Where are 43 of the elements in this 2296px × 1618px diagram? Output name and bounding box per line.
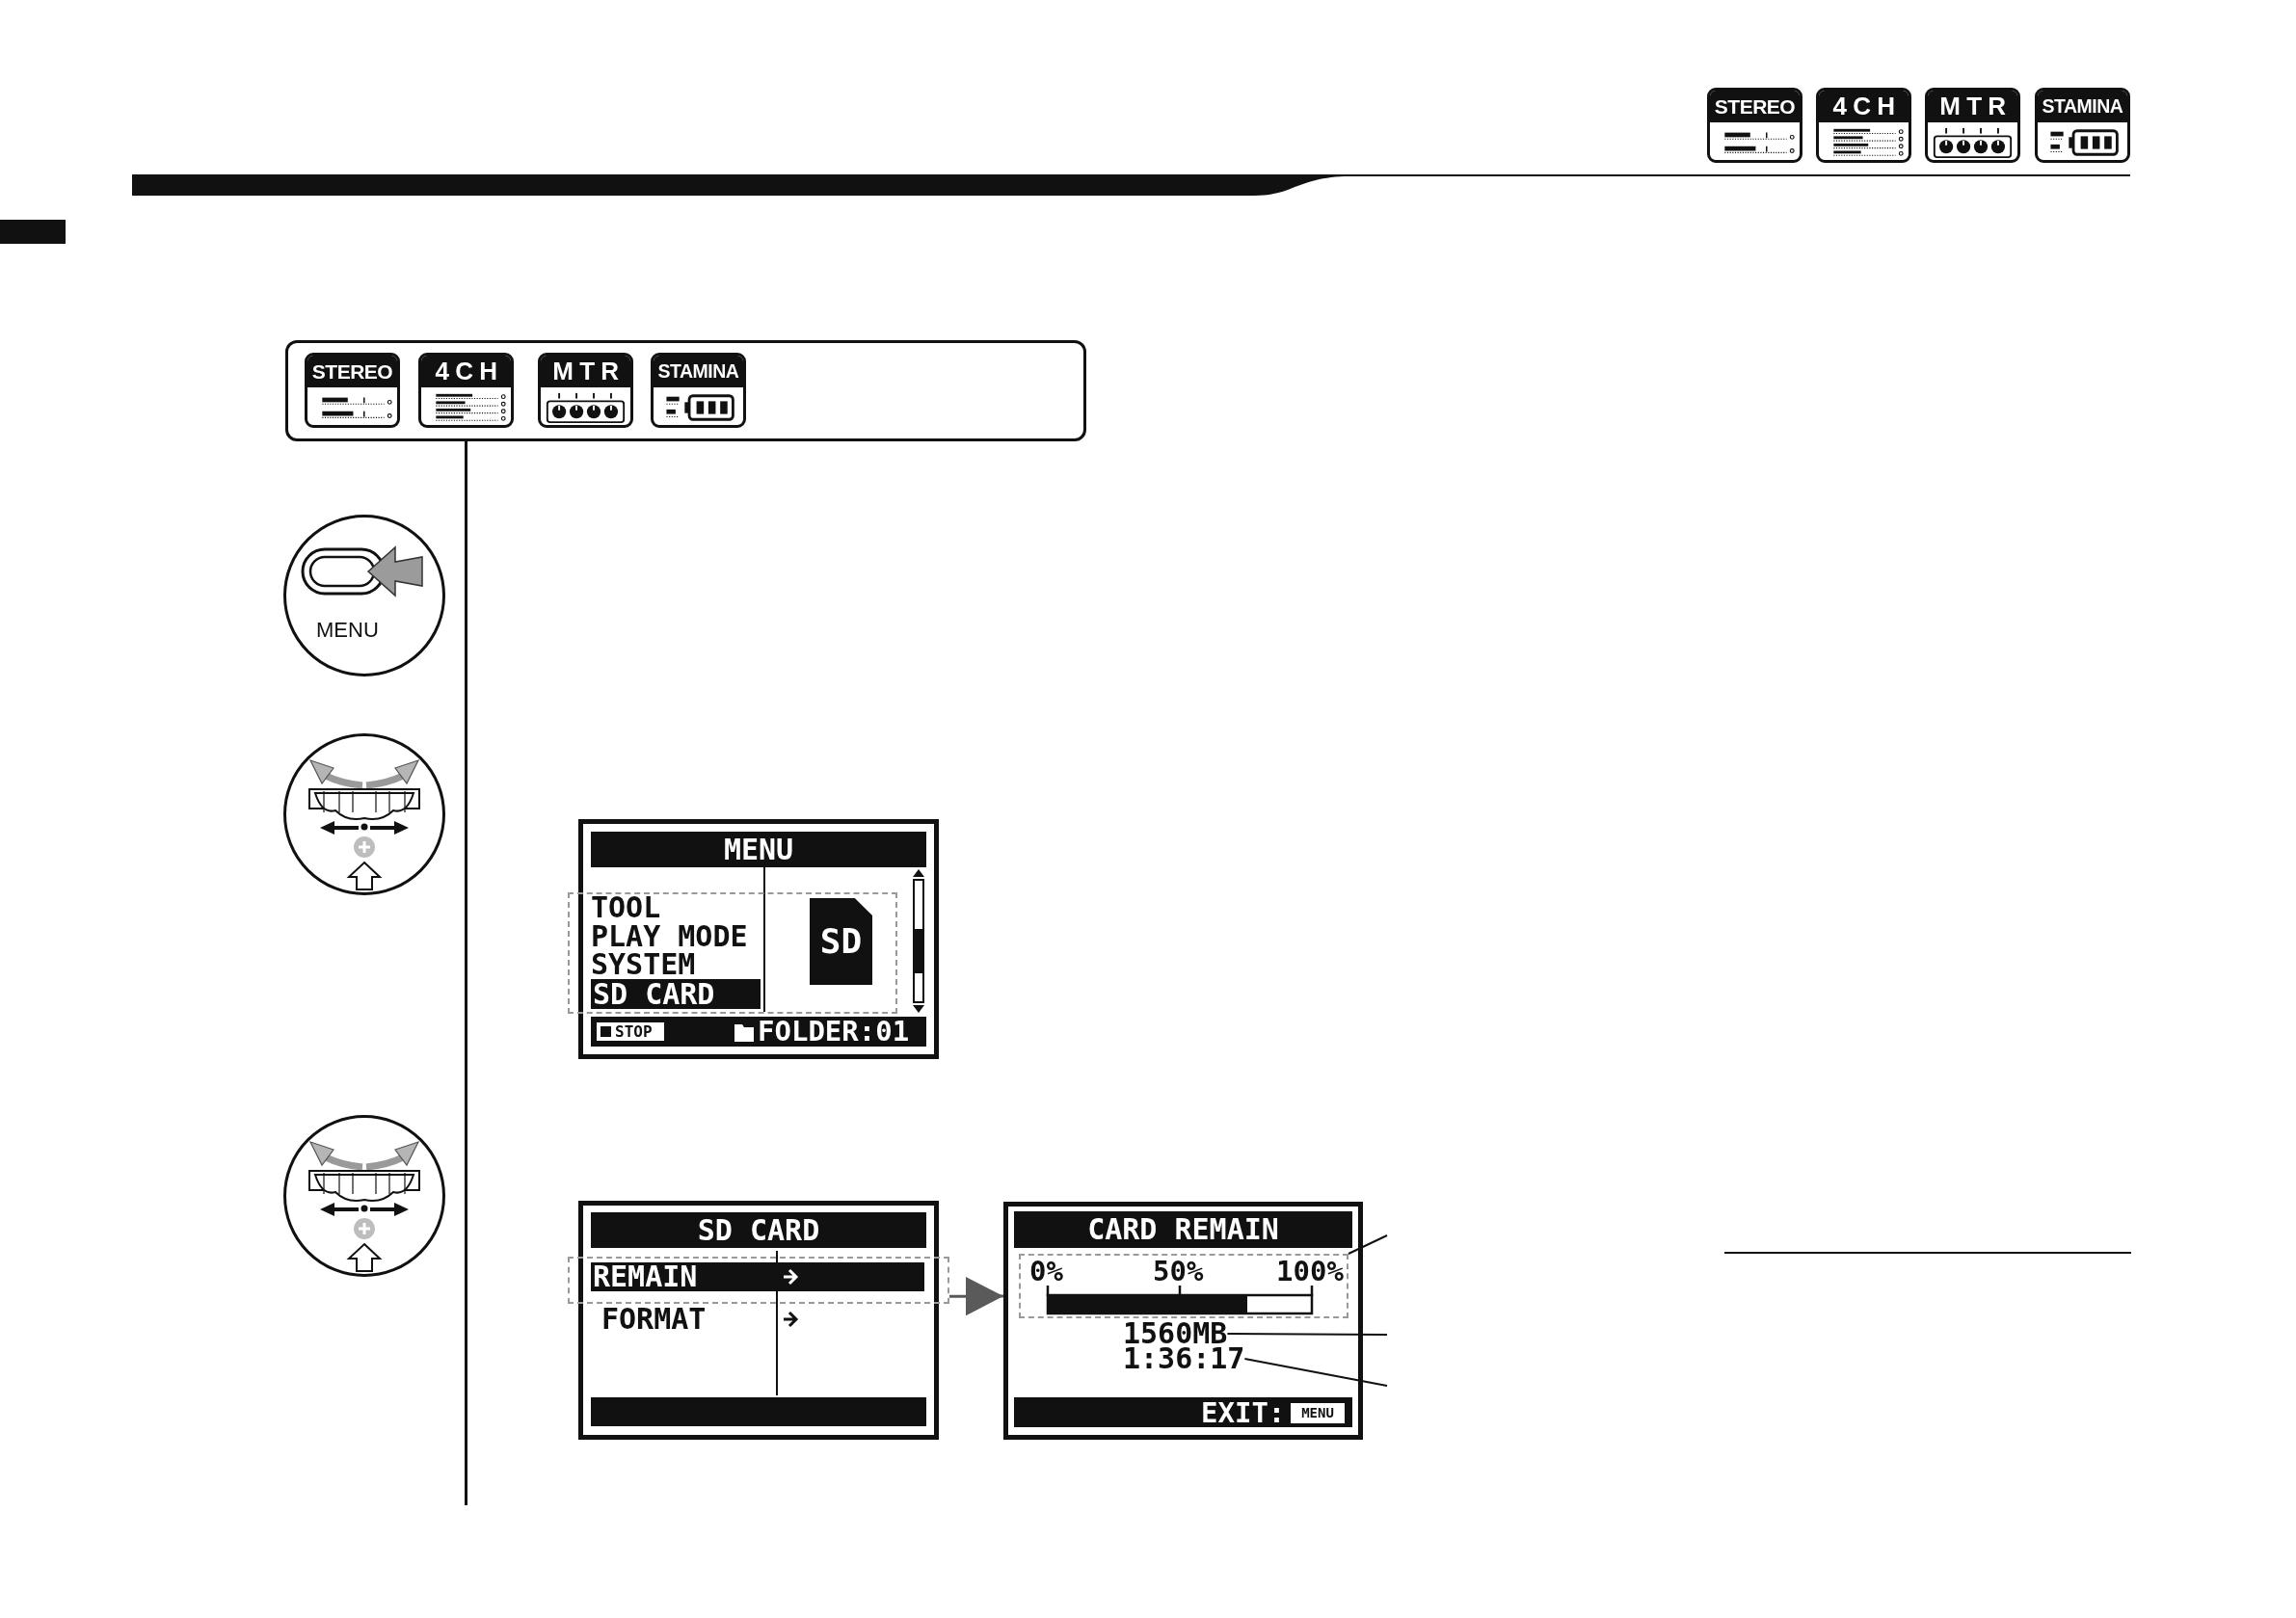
screen-title: CARD REMAIN	[1014, 1211, 1352, 1248]
lcd-screen	[1003, 1202, 1363, 1440]
capacity-value: 1560MB	[1123, 1321, 1228, 1346]
mode-badge	[1925, 88, 2020, 163]
badge-title: M T R	[541, 356, 630, 387]
scale-label: 100%	[1276, 1258, 1344, 1285]
mode-badge	[305, 353, 400, 428]
menu-item: TOOL	[591, 894, 661, 921]
arrow	[949, 1277, 1003, 1316]
mode-badge	[1707, 88, 1802, 163]
menu-item: REMAIN	[593, 1262, 698, 1291]
button-caption: MENU	[316, 617, 379, 644]
badge-title: STAMINA	[654, 356, 743, 387]
folder-label: FOLDER:01	[758, 1019, 910, 1045]
mode-badge	[2035, 88, 2130, 163]
leader-line	[1348, 1234, 1388, 1255]
scale-label: 50%	[1153, 1258, 1204, 1285]
badge-title: STAMINA	[2038, 91, 2127, 122]
leader-line	[1243, 1358, 1388, 1387]
badge-title: 4 C H	[421, 356, 511, 387]
leader-line	[1226, 1333, 1388, 1336]
menu-item: PLAY MODE	[591, 922, 748, 950]
badge-title: STEREO	[1710, 91, 1800, 122]
mode-badge	[651, 353, 746, 428]
status-text: STOP	[615, 1022, 653, 1041]
scale-label: 0%	[1029, 1258, 1063, 1285]
badge-title: STEREO	[307, 356, 397, 387]
sd-card-symbol: SD	[810, 898, 872, 985]
menu-item: FORMAT	[601, 1306, 707, 1333]
key-label: MENU	[1290, 1402, 1346, 1424]
screen-title: SD CARD	[591, 1212, 926, 1248]
mode-badge	[538, 353, 633, 428]
badge-title: 4 C H	[1819, 91, 1909, 122]
mode-badge	[1816, 88, 1911, 163]
dashed-frame	[1019, 1254, 1348, 1318]
exit-label: EXIT:	[1201, 1399, 1286, 1426]
menu-item: SYSTEM	[591, 950, 696, 978]
badge-title: M T R	[1928, 91, 2017, 122]
time-value: 1:36:17	[1123, 1346, 1245, 1371]
menu-item: SD CARD	[593, 979, 715, 1009]
mode-panel	[285, 340, 1086, 441]
screen-title: MENU	[591, 832, 926, 867]
mode-badge	[418, 353, 514, 428]
